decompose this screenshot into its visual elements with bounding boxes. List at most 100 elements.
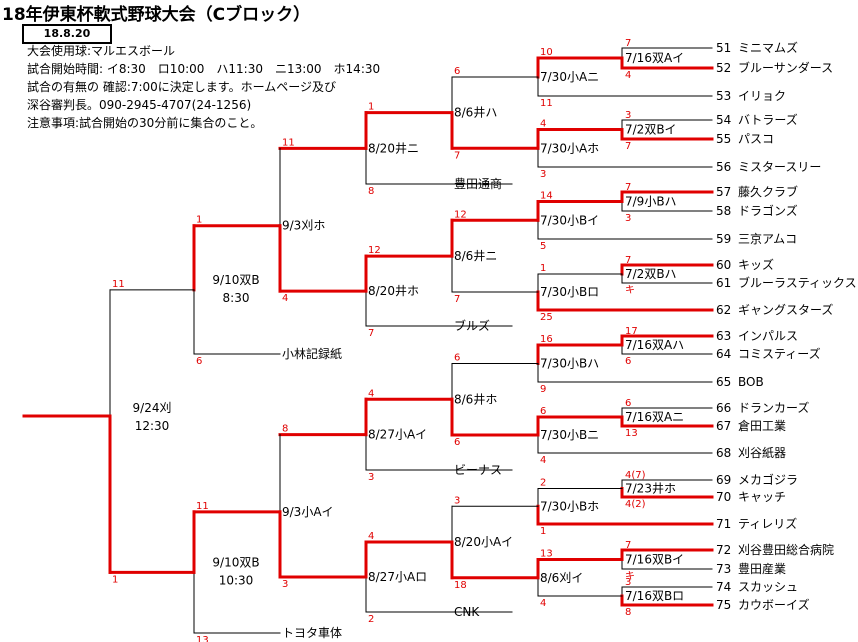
match-label: 9/3刈ホ — [282, 219, 325, 233]
team-number: 64 — [716, 347, 731, 361]
team-name: 三京アムコ — [738, 232, 797, 246]
team-number: 61 — [716, 276, 731, 290]
team-name: 藤久クラブ — [738, 184, 798, 199]
final-time: 12:30 — [135, 419, 170, 433]
score-label: 4 — [625, 70, 631, 81]
score-label: 6 — [454, 437, 460, 448]
team-number: 63 — [716, 329, 731, 343]
team-number: 68 — [716, 446, 731, 460]
score-label: 9 — [540, 384, 546, 395]
match-label: 7/16双Aニ — [625, 410, 684, 424]
match-label: 7/16双Bイ — [625, 553, 684, 567]
team-number: 53 — [716, 89, 731, 103]
score-label: 3 — [625, 213, 631, 224]
score-label: 11 — [196, 501, 209, 512]
team-name: CNK — [454, 605, 480, 619]
team-name: バトラーズ — [738, 112, 798, 127]
score-label: 2 — [368, 614, 374, 625]
team-name: パスコ — [738, 132, 774, 146]
match-label: 8/27小Aロ — [368, 570, 427, 584]
match-label: 8/6井ホ — [454, 392, 497, 406]
team-name: 刈谷豊田総合病院 — [738, 542, 834, 557]
team-number: 54 — [716, 113, 731, 127]
team-name: ギャングスターズ — [738, 302, 833, 317]
score-label: 1 — [196, 215, 202, 226]
team-name: 刈谷紙器 — [738, 445, 786, 460]
score-label: 6 — [625, 398, 631, 409]
match-label: 7/23井ホ — [625, 482, 676, 496]
score-label: 6 — [454, 353, 460, 364]
team-name: カウボーイズ — [738, 597, 810, 612]
team-number: 66 — [716, 401, 731, 415]
team-name: 倉田工業 — [738, 418, 786, 433]
score-label: 7 — [625, 540, 631, 551]
team-number: 58 — [716, 204, 731, 218]
score-label: 6 — [454, 66, 460, 77]
score-label: 12 — [454, 209, 467, 220]
match-label: 7/16双Aハ — [625, 338, 684, 352]
info-line-ball: 大会使用球:マルエスボール — [27, 44, 176, 58]
team-name: ティレリズ — [738, 516, 797, 531]
info-line-confirm: 試合の有無の 確認:7:00に決定します。ホームページ及び — [27, 80, 337, 94]
team-number: 70 — [716, 490, 731, 504]
info-line-times: 試合開始時間: イ8:30 ロ10:00 ハ11:30 ニ13:00 ホ14:3… — [27, 62, 381, 76]
score-label: 3 — [540, 169, 546, 180]
score-label: 3 — [625, 110, 631, 121]
match-time: 8:30 — [223, 291, 250, 305]
team-number: 73 — [716, 562, 731, 576]
match-label: 8/6刈イ — [540, 571, 583, 585]
score-label: 6 — [196, 356, 202, 367]
score-label: 18 — [454, 580, 467, 591]
score-label: 1 — [368, 102, 374, 113]
score-label: 3 — [454, 495, 460, 506]
match-label: 7/30小Bニ — [540, 428, 599, 442]
match-time: 10:30 — [219, 573, 254, 587]
score-label: 8 — [282, 424, 288, 435]
team-name: 豊田通商 — [454, 176, 502, 191]
score-label: 4 — [368, 388, 374, 399]
score-label: 7 — [625, 141, 631, 152]
team-number: 57 — [716, 185, 731, 199]
match-label: 7/2双Bハ — [625, 267, 677, 281]
match-label: 7/16双Aイ — [625, 51, 684, 65]
match-label: 8/20井ホ — [368, 284, 419, 298]
team-name: BOB — [738, 375, 764, 389]
score-label: 4(2) — [625, 499, 646, 510]
match-label: 7/30小Bホ — [540, 499, 599, 513]
team-name: イリョク — [738, 89, 786, 103]
score-label: 7 — [625, 38, 631, 49]
score-label: 13 — [540, 549, 553, 560]
match-label: 8/27小Aイ — [368, 428, 427, 442]
team-number: 51 — [716, 41, 731, 55]
final-label: 9/24刈 — [133, 401, 172, 415]
score-label: 12 — [368, 245, 381, 256]
team-number: 74 — [716, 580, 731, 594]
match-label: 7/16双Bロ — [625, 589, 684, 603]
match-label: 7/2双Bイ — [625, 123, 677, 137]
team-number: 71 — [716, 517, 731, 531]
team-number: 65 — [716, 375, 731, 389]
score-label: 7 — [454, 150, 460, 161]
match-label: 9/10双B — [212, 273, 259, 287]
match-label: 9/3小Aイ — [282, 505, 334, 519]
team-number: 52 — [716, 61, 731, 75]
match-label: 7/30小Bハ — [540, 357, 599, 371]
team-name: ミスタースリー — [738, 160, 821, 174]
score-label: 10 — [540, 47, 553, 58]
score-label: 1 — [540, 263, 546, 274]
match-label: 9/10双B — [212, 555, 259, 569]
score-label: 3 — [368, 472, 374, 483]
score-label: 4 — [540, 119, 546, 130]
match-label: 7/30小Aニ — [540, 70, 599, 84]
team-name: ドランカーズ — [738, 400, 809, 415]
match-label: 8/6井ハ — [454, 106, 497, 120]
team-number: 72 — [716, 543, 731, 557]
info-line-contact: 深谷審判長。090-2945-4707(24-1256) — [27, 98, 252, 112]
team-name: 小林記録紙 — [282, 346, 342, 361]
score-label: 4(7) — [625, 470, 646, 481]
match-label: 7/30小Aホ — [540, 141, 599, 155]
team-name: ミニマムズ — [738, 40, 798, 55]
team-name: キャッチ — [738, 490, 786, 504]
score-label: 7 — [368, 328, 374, 339]
score-label: キ — [625, 285, 635, 296]
